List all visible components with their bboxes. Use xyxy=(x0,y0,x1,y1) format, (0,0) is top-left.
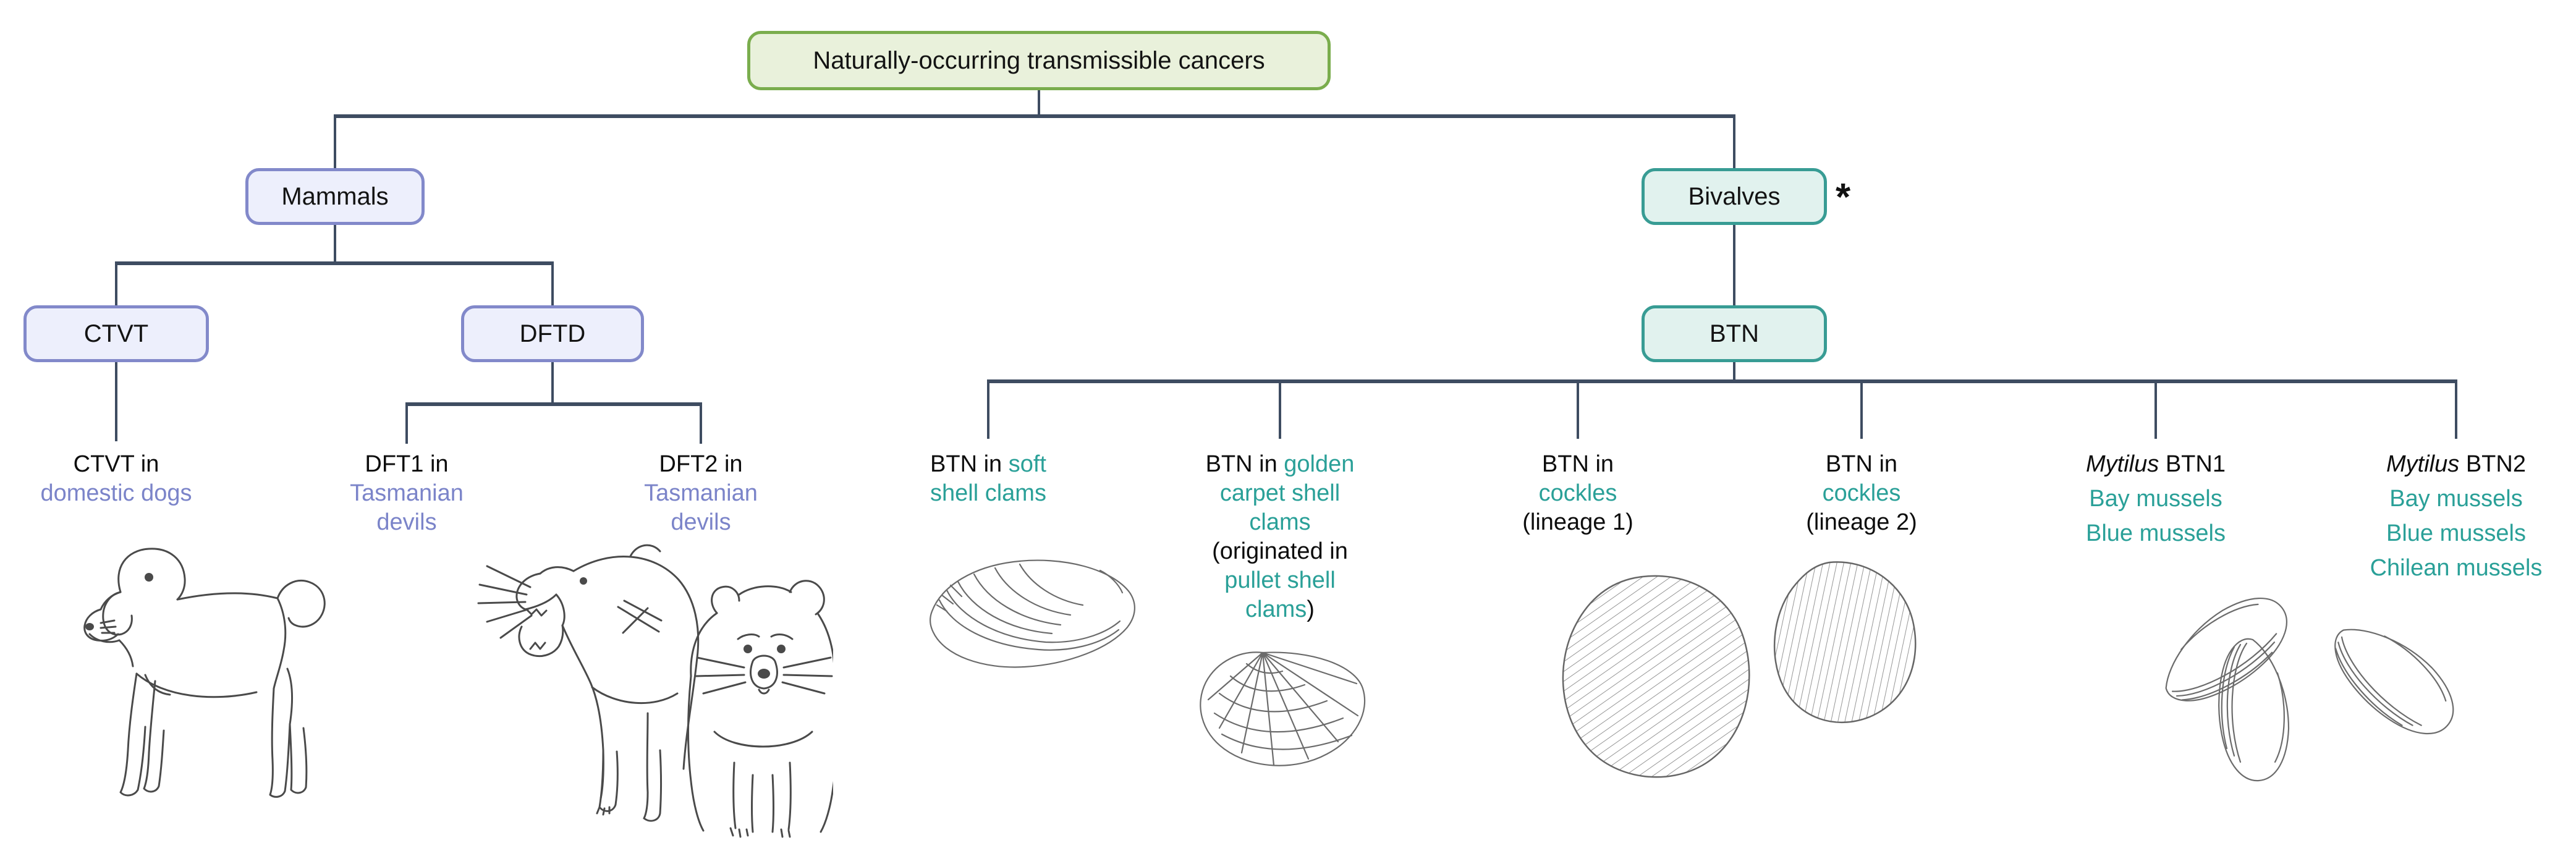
leaf-line: carpet shell xyxy=(1219,480,1341,506)
leaf-line: clams xyxy=(1249,509,1311,535)
leaf-line: BTN in xyxy=(1825,451,1898,477)
leaf-line: Tasmanian xyxy=(644,480,758,506)
soft-shell-clam-illustration xyxy=(930,559,1135,668)
leaf-line: (lineage 1) xyxy=(1522,509,1633,535)
mussels-illustration xyxy=(2145,582,2457,782)
node-root: Naturally-occurring transmissible cancer… xyxy=(747,31,1331,90)
node-bivalves: Bivalves xyxy=(1642,168,1827,225)
leaf-line: Blue mussels xyxy=(2086,520,2226,546)
leaf-mytilus-btn2: Mytilus BTN2 Bay mussels Blue mussels Ch… xyxy=(2370,450,2543,583)
leaf-line: Mytilus BTN2 xyxy=(2386,451,2526,477)
carpet-shell-clam-illustration xyxy=(1200,651,1366,766)
leaf-line: cockles xyxy=(1538,480,1617,506)
leaf-line: domestic dogs xyxy=(40,480,192,506)
leaf-ctvt-domestic-dogs: CTVT in domestic dogs xyxy=(40,450,192,508)
leaf-dft2: DFT2 in Tasmanian devils xyxy=(644,450,758,537)
leaf-line: DFT1 in xyxy=(365,451,449,477)
leaf-line: BTN in xyxy=(1541,451,1614,477)
leaf-line: pullet shell xyxy=(1224,567,1336,593)
node-bivalves-label: Bivalves xyxy=(1688,182,1781,210)
leaf-dft1: DFT1 in Tasmanian devils xyxy=(350,450,464,537)
leaf-btn-cockles-lineage2: BTN in cockles (lineage 2) xyxy=(1806,450,1917,537)
leaf-btn-golden-carpet-shell-clams: BTN in golden carpet shell clams (origin… xyxy=(1206,450,1355,624)
leaf-line: (lineage 2) xyxy=(1806,509,1917,535)
tasmanian-devils-illustration xyxy=(477,544,833,838)
leaf-line: Bay mussels xyxy=(2389,486,2523,512)
node-dftd-label: DFTD xyxy=(519,320,586,347)
leaf-btn-soft-shell-clams: BTN in soft shell clams xyxy=(930,450,1046,508)
leaf-line: Blue mussels xyxy=(2386,520,2526,546)
node-mammals-label: Mammals xyxy=(281,182,389,210)
node-ctvt-label: CTVT xyxy=(83,320,149,347)
leaf-line: shell clams xyxy=(930,480,1046,506)
node-root-label: Naturally-occurring transmissible cancer… xyxy=(813,46,1265,74)
leaf-line: CTVT in xyxy=(73,451,159,477)
leaf-line: clams) xyxy=(1245,596,1315,622)
cockles-illustration xyxy=(1562,561,1917,778)
leaf-line: cockles xyxy=(1822,480,1901,506)
leaf-line: Mytilus BTN1 xyxy=(2086,451,2226,477)
leaf-line: Bay mussels xyxy=(2089,486,2222,512)
domestic-dog-illustration xyxy=(83,548,326,798)
node-ctvt: CTVT xyxy=(23,305,209,362)
node-mammals: Mammals xyxy=(245,168,425,225)
leaf-line: Tasmanian xyxy=(350,480,464,506)
leaf-line: (originated in xyxy=(1212,538,1348,564)
leaf-line: devils xyxy=(671,509,731,535)
node-btn: BTN xyxy=(1642,305,1827,362)
leaf-btn-cockles-lineage1: BTN in cockles (lineage 1) xyxy=(1522,450,1633,537)
leaf-line: devils xyxy=(376,509,437,535)
leaf-line: BTN in soft xyxy=(930,451,1046,477)
node-dftd: DFTD xyxy=(461,305,644,362)
leaf-line: BTN in golden xyxy=(1205,451,1355,477)
leaf-line: DFT2 in xyxy=(659,451,743,477)
leaf-mytilus-btn1: Mytilus BTN1 Bay mussels Blue mussels xyxy=(2086,450,2226,548)
bivalves-asterisk: * xyxy=(1836,176,1851,219)
node-btn-label: BTN xyxy=(1710,320,1759,347)
leaf-line: Chilean mussels xyxy=(2370,555,2543,581)
